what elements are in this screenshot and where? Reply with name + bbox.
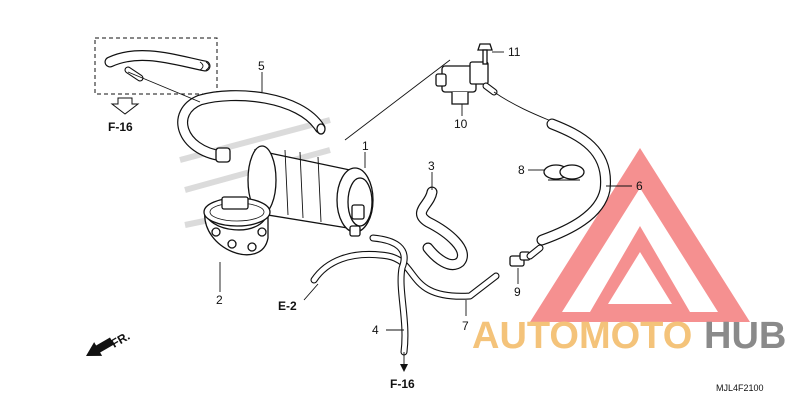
callout-9: 9 <box>514 285 521 299</box>
ref-f16-top: F-16 <box>108 120 133 134</box>
callout-3: 3 <box>428 159 435 173</box>
callout-10: 10 <box>454 117 468 131</box>
hose-6 <box>493 91 612 246</box>
arrow-left-icon <box>303 283 319 301</box>
clip-part-8 <box>543 164 585 181</box>
watermark-logo-triangle <box>530 148 750 322</box>
callout-6: 6 <box>636 179 643 193</box>
drawing-code: MJL4F2100 <box>716 383 764 393</box>
hose-4-and-7 <box>310 234 500 356</box>
ref-e2: E-2 <box>278 299 297 313</box>
arrow-down-small-icon <box>400 352 408 372</box>
watermark-text-dark: HUB <box>704 315 786 357</box>
callout-2: 2 <box>216 293 223 307</box>
arrow-down-icon <box>110 97 140 115</box>
canister-part-1 <box>215 145 374 237</box>
callout-leaders <box>219 51 632 331</box>
callout-8: 8 <box>518 163 525 177</box>
callout-1: 1 <box>362 139 369 153</box>
callout-7: 7 <box>462 319 469 333</box>
watermark-text-light: AUTOMOTO <box>472 315 692 357</box>
front-direction-arrow-icon <box>86 337 114 356</box>
solenoid-valve-part-10 <box>344 59 498 141</box>
callout-5: 5 <box>258 59 265 73</box>
hose-detail-box <box>94 37 218 95</box>
hose-3 <box>416 186 468 271</box>
hose-5 <box>127 71 326 162</box>
callout-11: 11 <box>508 45 521 59</box>
bolt-part-11 <box>477 43 493 65</box>
band-part-2 <box>203 196 271 256</box>
callout-4: 4 <box>372 323 379 337</box>
direction-label: FR. <box>109 329 133 351</box>
joint-part-9 <box>509 244 544 267</box>
ref-f16-bottom: F-16 <box>390 377 415 391</box>
